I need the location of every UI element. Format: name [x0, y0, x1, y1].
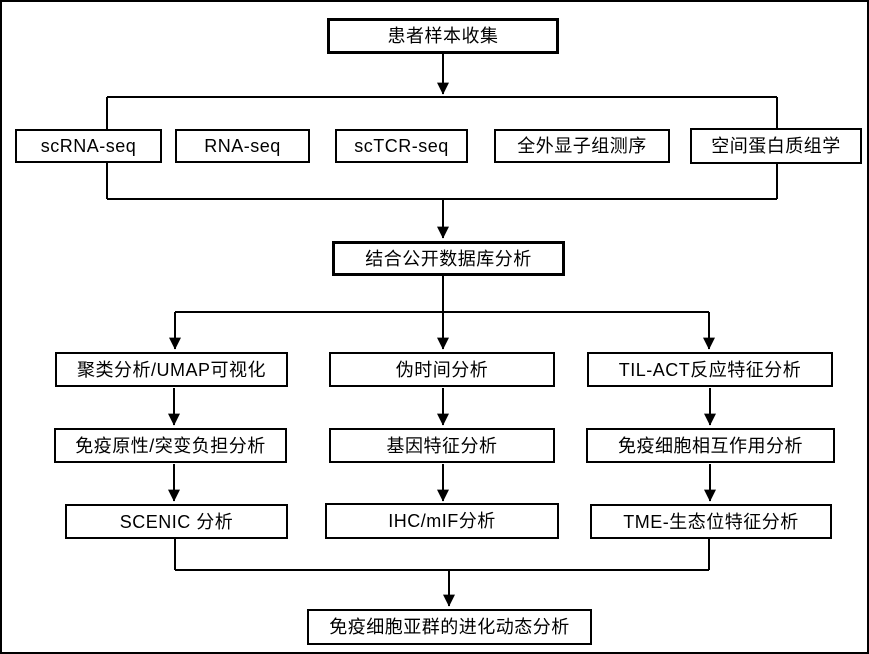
- node-spatial-proteomics: 空间蛋白质组学: [690, 128, 862, 164]
- node-patient-sample-collection: 患者样本收集: [327, 18, 559, 54]
- node-sctcr-seq: scTCR-seq: [335, 129, 468, 163]
- node-public-database-integration: 结合公开数据库分析: [332, 241, 565, 276]
- node-rna-seq: RNA-seq: [175, 129, 310, 163]
- node-til-act-response: TIL-ACT反应特征分析: [587, 352, 833, 387]
- node-clustering-umap: 聚类分析/UMAP可视化: [55, 352, 288, 387]
- node-ihc-mif-analysis: IHC/mIF分析: [325, 503, 559, 539]
- node-scenic-analysis: SCENIC 分析: [65, 504, 288, 539]
- node-tme-niche-signature: TME-生态位特征分析: [590, 504, 832, 539]
- node-immune-cell-interaction: 免疫细胞相互作用分析: [586, 428, 835, 463]
- node-gene-signature-analysis: 基因特征分析: [329, 428, 555, 463]
- node-immunogenicity-mutation-burden: 免疫原性/突变负担分析: [54, 428, 287, 463]
- node-immune-subset-evolution-dynamics: 免疫细胞亚群的进化动态分析: [307, 609, 592, 645]
- node-pseudotime-analysis: 伪时间分析: [329, 352, 555, 387]
- node-scrna-seq: scRNA-seq: [15, 129, 162, 163]
- node-whole-exome-sequencing: 全外显子组测序: [494, 129, 670, 163]
